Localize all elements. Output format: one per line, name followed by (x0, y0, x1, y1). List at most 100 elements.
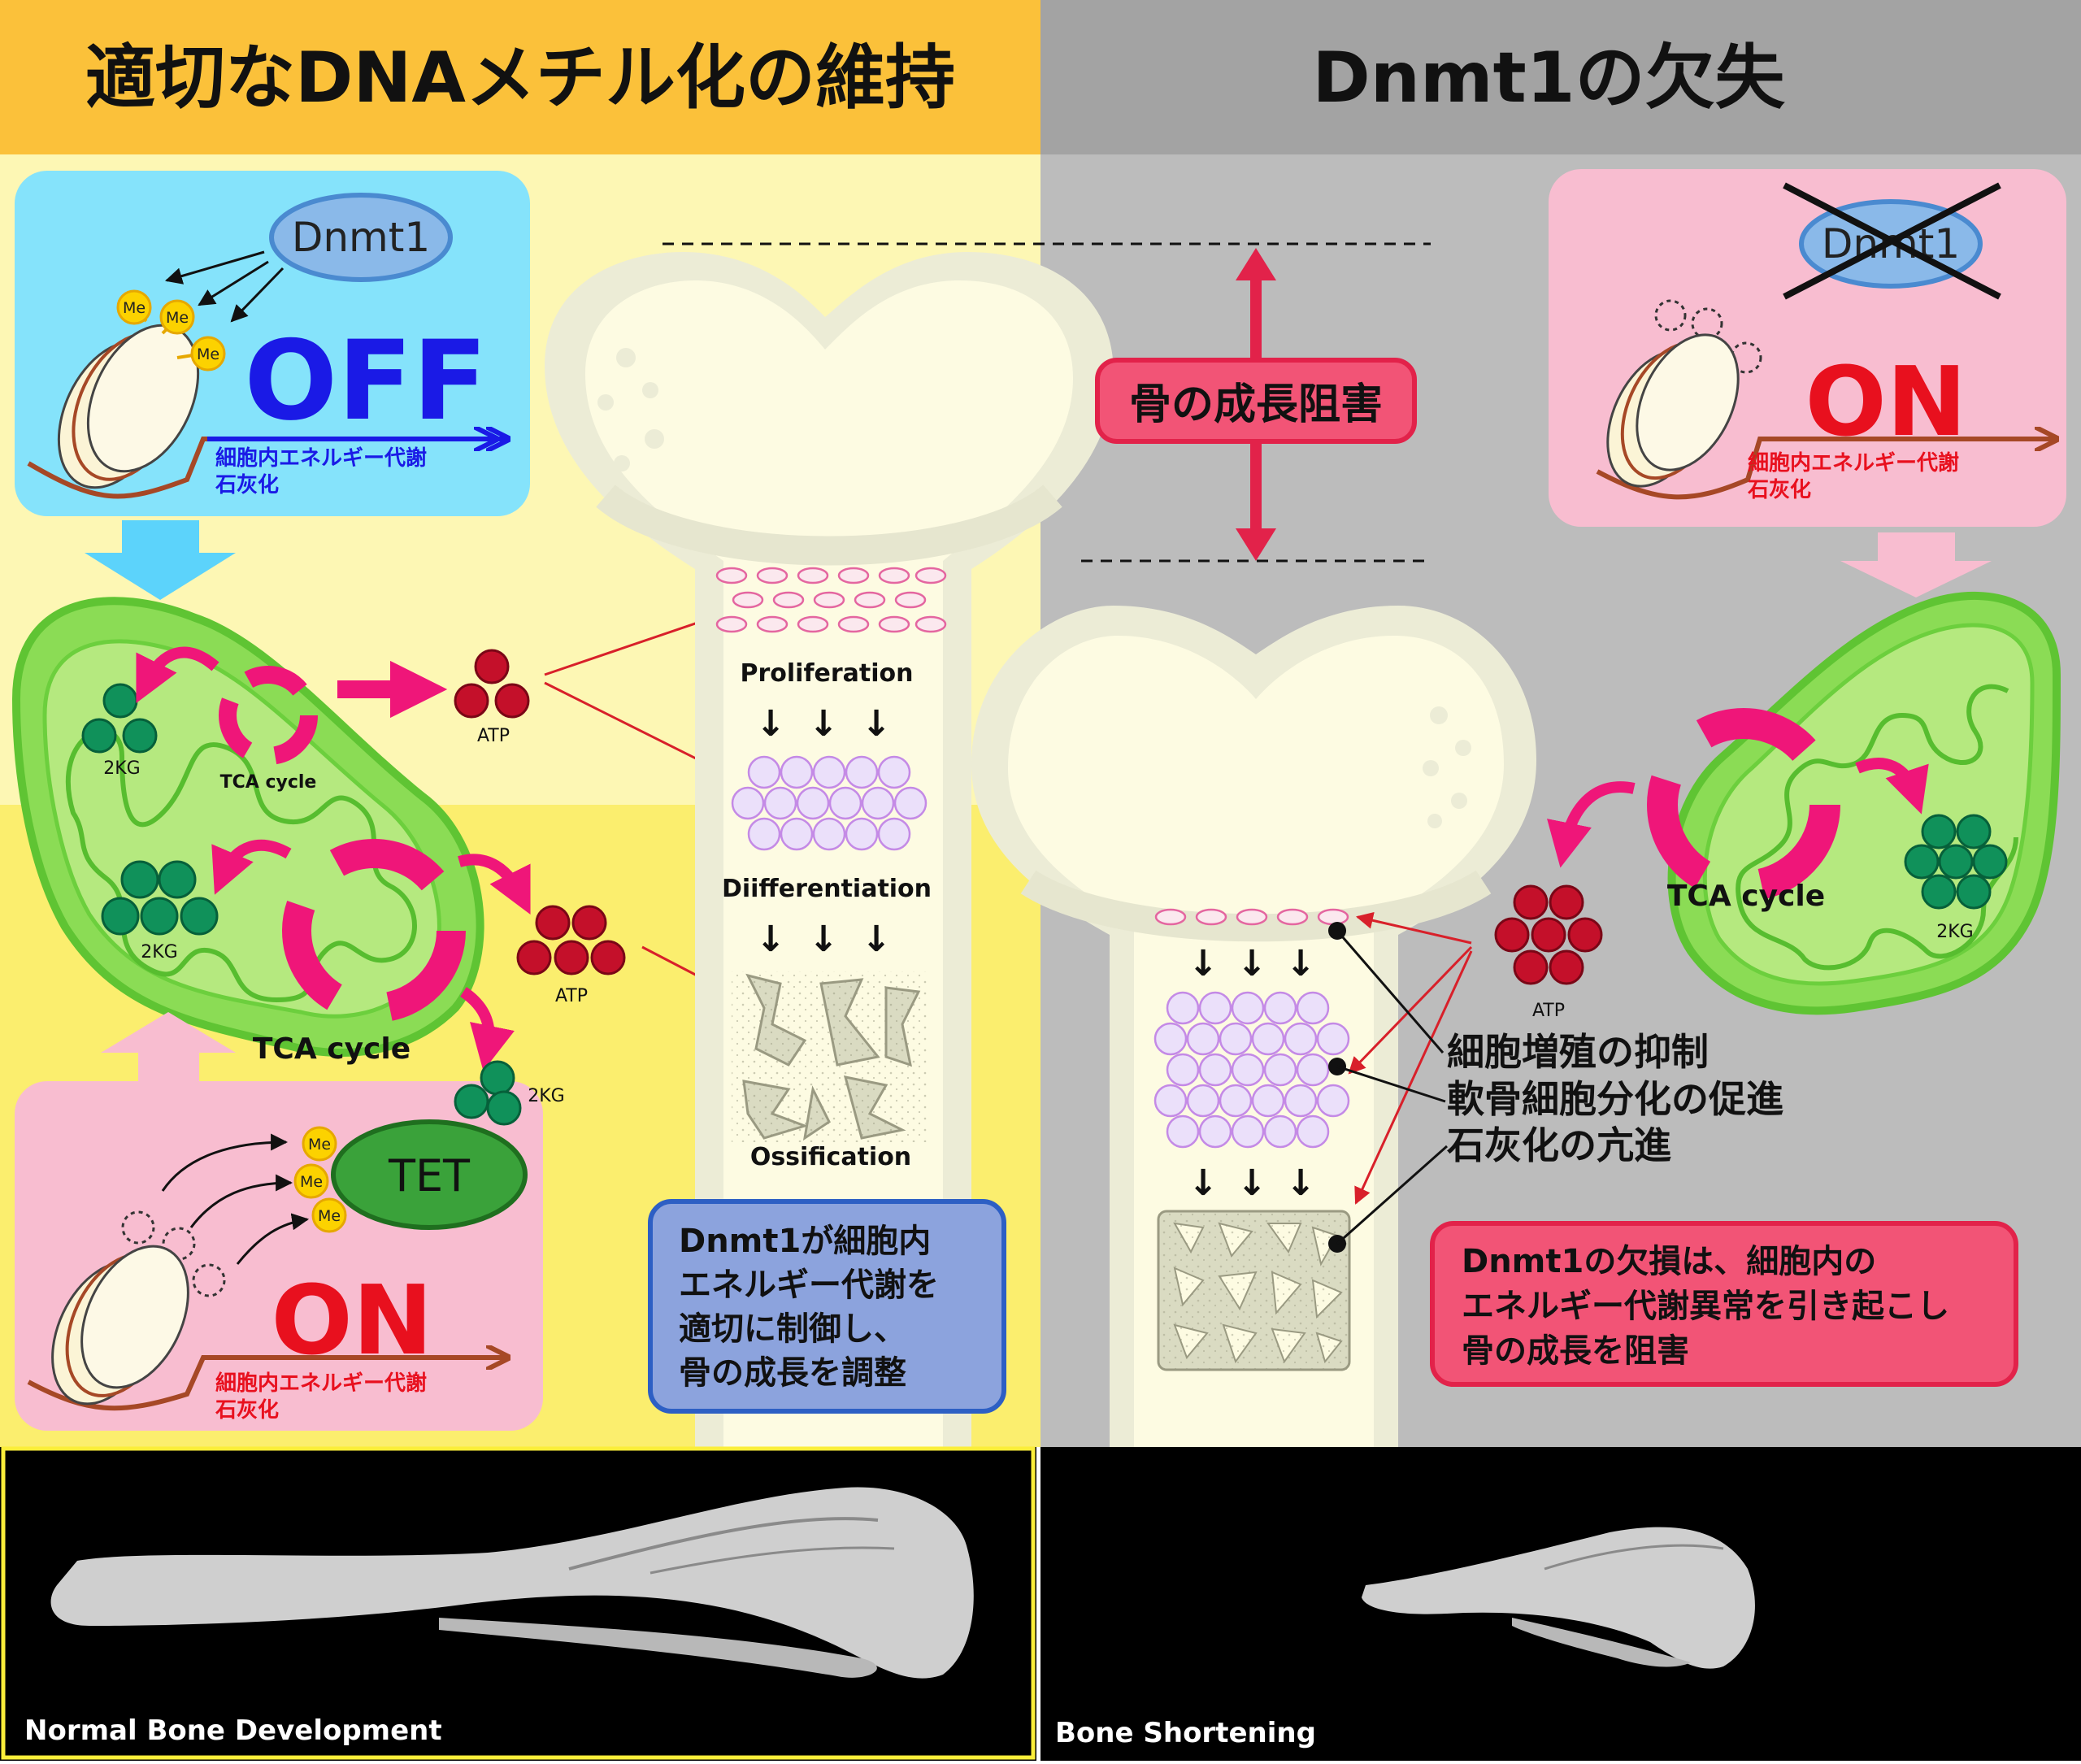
nucleosome (57, 324, 200, 489)
svg-text:Me: Me (197, 345, 219, 363)
demethylation-arrow (189, 1174, 293, 1228)
empty-methyl-site (1730, 341, 1762, 374)
svg-text:Me: Me (308, 1136, 331, 1154)
methyl-group: Me (302, 1126, 337, 1162)
differentiation-label: Diifferentiation (722, 875, 932, 903)
right-tca-cycle: TCA cycle (1647, 708, 1840, 913)
effect-differentiation-promotion: 軟骨細胞分化の促進 (1447, 1077, 1783, 1121)
tca-label: TCA cycle (253, 1032, 411, 1066)
pink-down-arrow (1840, 532, 1992, 597)
demethylation-arrow (161, 1133, 289, 1192)
svg-text:↓: ↓ (756, 919, 786, 960)
methylation-arrow (198, 260, 269, 306)
methyl-group: Me (116, 289, 152, 325)
right-2kg-cluster: 2KG (1904, 814, 2008, 942)
right-atp-cluster: ATP (1494, 884, 1603, 1021)
effect-leader-lines (1328, 922, 1448, 1253)
short-bone-scan-panel: Bone Shortening (1040, 1447, 2081, 1761)
short-bone-caption: Bone Shortening (1055, 1717, 1316, 1749)
svg-text:↓: ↓ (862, 919, 892, 960)
svg-text:↓: ↓ (1188, 943, 1219, 984)
right-title: Dnmt1の欠失 (1312, 37, 1785, 119)
tet-enzyme-oval (331, 1119, 528, 1230)
lower-atp-cluster: ATP (516, 905, 626, 1006)
kg-label: 2KG (141, 942, 177, 962)
methyl-group: Me (311, 1197, 347, 1233)
left-title: 適切なDNAメチル化の維持 (85, 37, 955, 119)
empty-methyl-site (1691, 307, 1723, 340)
pink-arrow (459, 987, 515, 1071)
gene-label-calcification: 石灰化 (215, 473, 279, 497)
nucleosome (51, 1245, 189, 1406)
right-summary-box: Dnmt1の欠損は、細胞内の エネルギー代謝異常を引き起こし 骨の成長を阻害 (1430, 1221, 2018, 1387)
svg-text:Me: Me (318, 1207, 341, 1225)
left-header-band (0, 0, 1040, 154)
left-tet-panel: TET 2KG Me Me Me ON 細胞内エネルギー代謝 石灰化 (15, 1060, 565, 1431)
on-state-label: ON (1805, 345, 1966, 458)
svg-text:Dnmt1が細胞内: Dnmt1が細胞内 (679, 1223, 931, 1260)
normal-bone-scan-image (50, 1487, 974, 1679)
svg-text:Me: Me (300, 1173, 323, 1191)
red-pointer-arrow (1348, 945, 1473, 1075)
svg-text:↓: ↓ (809, 919, 839, 960)
empty-methyl-site (1654, 299, 1687, 332)
svg-text:↓: ↓ (862, 703, 892, 745)
svg-text:↓: ↓ (1237, 943, 1267, 984)
pink-arrow (1547, 781, 1636, 868)
tca-label: TCA cycle (1667, 880, 1825, 913)
upper-2kg-cluster: 2KG (81, 683, 158, 779)
svg-text:Me: Me (166, 309, 189, 327)
left-summary-box: Dnmt1が細胞内 エネルギー代謝を 適切に制御し、 骨の成長を調整 (648, 1199, 1006, 1414)
short-bone-illustration: ↓↓↓ ↓↓↓ (971, 606, 1536, 1447)
gene-label-energy: 細胞内エネルギー代謝 (1748, 450, 1959, 476)
upper-atp-cluster: ATP (454, 649, 530, 746)
lower-tca-cycle: TCA cycle (253, 839, 466, 1066)
svg-text:Me: Me (123, 299, 146, 317)
dnmt1-label: Dnmt1 (292, 214, 430, 261)
red-pointer-arrow (1354, 950, 1473, 1205)
on-state-label: ON (271, 1264, 432, 1376)
svg-text:骨の成長を阻害: 骨の成長を阻害 (1462, 1332, 1689, 1370)
short-bone-scan-image (1362, 1527, 1755, 1669)
kg-label: 2KG (103, 758, 140, 779)
tca-label: TCA cycle (220, 772, 317, 793)
ossification-label: Ossification (750, 1143, 911, 1171)
deletion-cross (1783, 182, 2001, 300)
demethylation-arrow (236, 1213, 310, 1265)
methyl-group: Me (293, 1163, 329, 1199)
kg-label: 2KG (528, 1086, 564, 1106)
empty-methyl-site (162, 1227, 196, 1261)
dnmt1-enzyme-oval (269, 193, 453, 282)
gene-label-calcification: 石灰化 (1747, 478, 1811, 502)
svg-text:↓: ↓ (809, 703, 839, 745)
lower-2kg-cluster: 2KG (101, 860, 219, 962)
atp-label: ATP (477, 726, 510, 746)
svg-text:↓: ↓ (1286, 943, 1316, 984)
methylation-arrow (164, 250, 265, 285)
pink-arrow (136, 646, 219, 704)
svg-text:骨の成長を調整: 骨の成長を調整 (679, 1354, 906, 1392)
normal-bone-caption: Normal Bone Development (24, 1714, 442, 1747)
empty-methyl-site (121, 1210, 155, 1245)
pink-up-arrow (101, 1012, 236, 1081)
gene-line (27, 439, 496, 499)
methyl-group: Me (159, 299, 195, 335)
nucleosome (1606, 333, 1740, 488)
empty-methyl-site (192, 1263, 226, 1297)
gene-label-energy: 細胞内エネルギー代謝 (215, 1371, 427, 1396)
right-header-band (1040, 0, 2081, 154)
pink-arrow (211, 839, 292, 895)
svg-text:エネルギー代謝を: エネルギー代謝を (679, 1267, 939, 1304)
atp-label: ATP (555, 986, 588, 1006)
methyl-group: Me (190, 336, 226, 371)
effect-proliferation-suppression: 細胞増殖の抑制 (1447, 1030, 1709, 1074)
growth-inhibition-label: 骨の成長阻害 (1129, 380, 1383, 429)
2kg-on-tet: 2KG (454, 1060, 565, 1126)
svg-text:↓: ↓ (1188, 1162, 1219, 1204)
normal-bone-illustration: Proliferation ↓↓↓ Diifferentiation ↓↓↓ O… (545, 252, 1114, 1447)
normal-bone-scan-panel: Normal Bone Development (0, 1446, 1036, 1761)
pink-arrow (1855, 758, 1929, 815)
gene-label-calcification: 石灰化 (215, 1398, 279, 1423)
